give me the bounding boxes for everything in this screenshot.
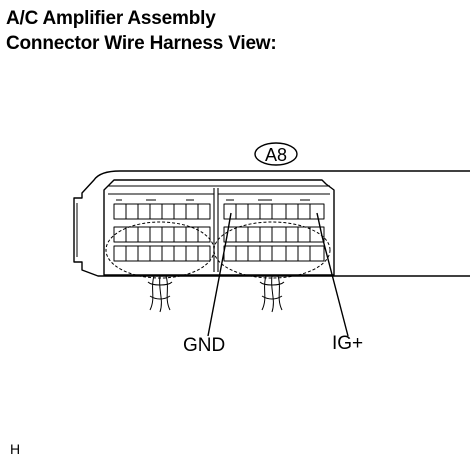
ig-leader-line [316,212,349,337]
connector-id-badge: A8 [254,142,298,166]
right-connector-block [223,199,325,262]
figure-code: H [10,441,21,457]
amplifier-housing [73,170,470,277]
title-line-2: Connector Wire Harness View: [6,33,277,54]
left-connector-block [113,199,211,262]
left-wire-harness [105,221,215,313]
connector-id-label: A8 [265,145,287,165]
right-wire-harness [213,221,331,313]
connector-shell [103,179,335,276]
diagram-title: A/C Amplifier Assembly Connector Wire Ha… [6,6,277,56]
ig-terminal-label: IG+ [332,333,364,354]
gnd-terminal-label: GND [183,335,226,356]
gnd-leader-line [207,212,232,337]
title-line-1: A/C Amplifier Assembly [6,8,216,29]
